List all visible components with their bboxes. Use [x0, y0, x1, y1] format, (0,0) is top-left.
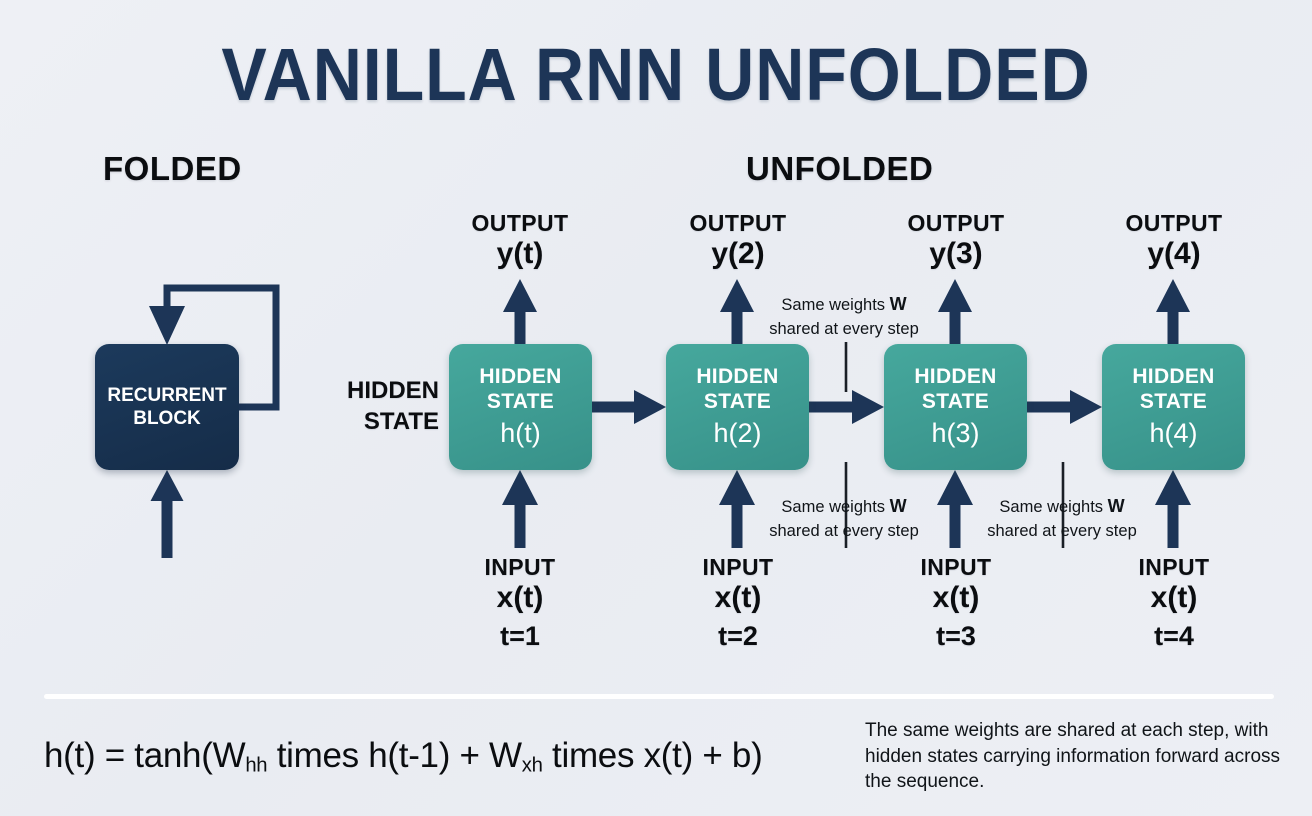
hidden-state-side-label-line1: HIDDEN — [346, 377, 439, 404]
weights-note-bottom-2-after: shared at every step — [987, 521, 1137, 540]
hidden-state-box-2-line1: HIDDEN — [696, 365, 779, 389]
hidden-state-box-1-symbol: h(t) — [500, 417, 541, 448]
hidden-state-box-1-line2: STATE — [486, 389, 555, 413]
output-caption-1: OUTPUT — [471, 210, 569, 236]
hidden-state-side-label-line2: STATE — [363, 407, 439, 435]
weights-note-bottom-2-before: Same weights — [999, 498, 1108, 516]
input-label-4: INPUT x(t) t=4 — [1084, 554, 1264, 658]
input-caption-2: INPUT — [702, 554, 774, 580]
output-label-1: OUTPUT y(t) — [430, 210, 610, 272]
input-label-2: INPUT x(t) t=2 — [648, 554, 828, 658]
weights-note-bottom-2: Same weights W shared at every step — [962, 494, 1162, 543]
hidden-state-box-1[interactable]: HIDDEN STATE h(t) — [449, 344, 592, 470]
hidden-state-box-4[interactable]: HIDDEN STATE h(4) — [1102, 344, 1245, 470]
hidden-state-formula: h(t) = tanh(Whh times h(t-1) + Wxh times… — [44, 736, 763, 777]
output-label-4: OUTPUT y(4) — [1084, 210, 1264, 272]
state-arrow-0-to-1 — [592, 390, 666, 424]
input-caption-4: INPUT — [1138, 554, 1210, 580]
weights-note-bottom-1-after: shared at every step — [769, 521, 919, 540]
output-symbol-4: y(4) — [1147, 237, 1201, 271]
footer-divider — [44, 694, 1274, 699]
input-label-3: INPUT x(t) t=3 — [866, 554, 1046, 658]
recurrent-block-label-line2: BLOCK — [133, 408, 201, 429]
hidden-state-box-3-symbol: h(3) — [931, 417, 980, 448]
hidden-state-box-4-line2: STATE — [1139, 389, 1208, 413]
timestep-label-4: t=4 — [1154, 621, 1194, 652]
input-caption-3: INPUT — [920, 554, 992, 580]
hidden-state-box-3[interactable]: HIDDEN STATE h(3) — [884, 344, 1027, 470]
output-symbol-2: y(2) — [711, 237, 765, 271]
output-caption-3: OUTPUT — [907, 210, 1005, 236]
hidden-state-box-3-line1: HIDDEN — [914, 365, 997, 389]
weights-note-bottom-1-symbol: W — [889, 496, 907, 516]
hidden-state-box-2-line2: STATE — [703, 389, 772, 413]
input-arrow-0 — [502, 470, 538, 548]
output-label-3: OUTPUT y(3) — [866, 210, 1046, 272]
weights-note-top-after: shared at every step — [769, 319, 919, 338]
output-caption-4: OUTPUT — [1125, 210, 1223, 236]
hidden-state-box-2-symbol: h(2) — [713, 417, 762, 448]
output-symbol-3: y(3) — [929, 237, 983, 271]
formula-subscript-hh: hh — [245, 754, 268, 777]
weights-note-top-before: Same weights — [781, 296, 890, 314]
section-header-folded: FOLDED — [103, 150, 242, 187]
formula-part-1: h(t) = tanh(W — [44, 736, 246, 775]
weights-note-bottom-1-before: Same weights — [781, 498, 890, 516]
formula-subscript-xh: xh — [521, 754, 543, 777]
timestep-label-2: t=2 — [718, 621, 758, 652]
section-header-unfolded: UNFOLDED — [746, 150, 934, 187]
state-arrow-1-to-2 — [809, 390, 884, 424]
weights-note-top-symbol: W — [889, 294, 907, 314]
output-symbol-1: y(t) — [496, 237, 544, 271]
output-label-2: OUTPUT y(2) — [648, 210, 828, 272]
output-caption-2: OUTPUT — [689, 210, 787, 236]
weights-note-top: Same weights W shared at every step — [744, 292, 944, 341]
hidden-state-side-label: HIDDEN STATE — [299, 376, 439, 437]
input-symbol-2: x(t) — [714, 581, 762, 615]
state-arrow-2-to-3 — [1026, 390, 1102, 424]
recurrent-block-label-line1: RECURRENT — [107, 384, 227, 406]
footer-note: The same weights are shared at each step… — [865, 720, 1281, 793]
hidden-state-box-4-line1: HIDDEN — [1132, 365, 1215, 389]
recurrent-block[interactable]: RECURRENT BLOCK — [95, 344, 239, 470]
weights-note-bottom-2-symbol: W — [1107, 496, 1125, 516]
input-symbol-3: x(t) — [932, 581, 980, 615]
formula-part-3: times x(t) + b) — [542, 736, 763, 775]
hidden-state-box-4-symbol: h(4) — [1149, 417, 1198, 448]
page-title: VANILLA RNN UNFOLDED — [221, 33, 1091, 116]
hidden-state-box-2[interactable]: HIDDEN STATE h(2) — [666, 344, 809, 470]
output-arrow-0 — [503, 279, 537, 344]
input-label-1: INPUT x(t) t=1 — [430, 554, 610, 658]
weights-note-bottom-1: Same weights W shared at every step — [744, 494, 944, 543]
hidden-state-box-3-line2: STATE — [921, 389, 990, 413]
formula-part-2: times h(t-1) + W — [267, 736, 522, 775]
timestep-label-1: t=1 — [500, 621, 540, 652]
input-caption-1: INPUT — [484, 554, 556, 580]
hidden-state-box-1-line1: HIDDEN — [479, 365, 562, 389]
input-symbol-1: x(t) — [496, 581, 544, 615]
folded-input-arrow — [150, 470, 184, 558]
input-symbol-4: x(t) — [1150, 581, 1198, 615]
output-arrow-3 — [1156, 279, 1190, 344]
timestep-label-3: t=3 — [936, 621, 976, 652]
